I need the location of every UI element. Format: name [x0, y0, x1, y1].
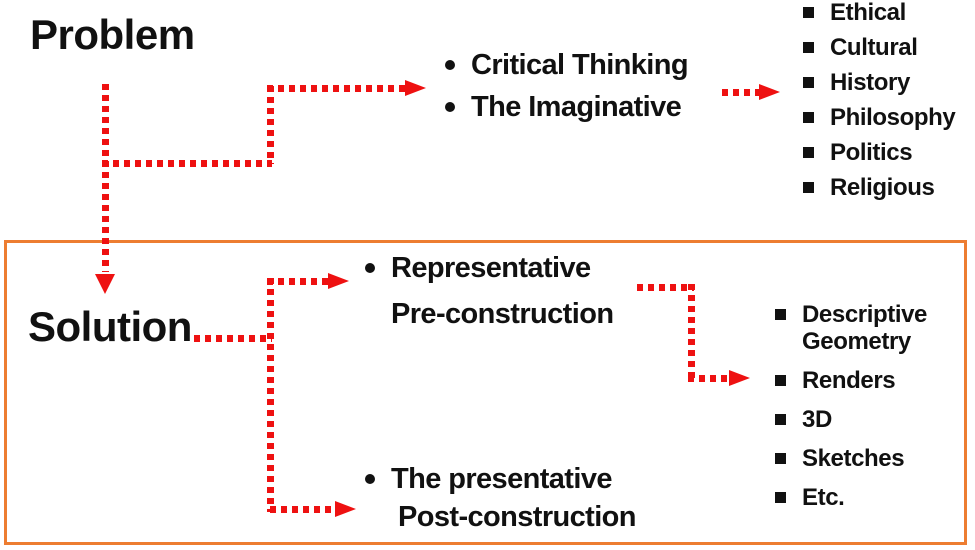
connector-to-approaches: [267, 85, 405, 92]
list-item: Sketches: [775, 445, 975, 472]
representative-item: Representative Pre-construction: [360, 245, 614, 337]
presentative-item: The presentative Post-construction: [360, 460, 637, 536]
arrowhead-to-representative-icon: [328, 273, 349, 289]
list-item: Renders: [775, 367, 975, 394]
list-item: Descriptive Geometry: [775, 301, 975, 355]
solution-title: Solution: [28, 303, 192, 350]
list-item: Critical Thinking: [440, 44, 689, 86]
item-line: Post-construction: [398, 501, 637, 533]
arrowhead-to-presentative-icon: [335, 501, 356, 517]
connector-problem-branch-h: [102, 160, 272, 167]
list-item: The Imaginative: [440, 86, 688, 128]
connector-preconstruction-v: [688, 284, 695, 381]
arrowhead-to-approaches-icon: [405, 80, 426, 96]
item-line: The presentative: [391, 463, 612, 495]
connector-solution-trunk: [267, 278, 274, 512]
connector-solution-right: [194, 335, 272, 342]
connector-to-presentative: [270, 506, 336, 513]
connector-problem-branch-v: [267, 86, 274, 164]
list-item: Ethical: [803, 0, 955, 30]
arrowhead-to-solution-icon: [95, 274, 115, 294]
solution-box: [4, 240, 967, 545]
problem-title: Problem: [30, 11, 195, 58]
approach-list: Critical Thinking The Imaginative: [440, 44, 689, 128]
list-item: Politics: [803, 135, 955, 170]
arrowhead-to-outputs-icon: [729, 370, 750, 386]
connector-problem-down-line: [102, 84, 109, 272]
list-item: History: [803, 65, 955, 100]
list-item: Cultural: [803, 30, 955, 65]
connector-to-outputs: [688, 375, 730, 382]
connector-to-representative: [267, 278, 329, 285]
outputs-list: Descriptive Geometry Renders 3D Sketches…: [775, 301, 975, 523]
arrowhead-to-topics-icon: [759, 84, 780, 100]
item-line: Representative: [391, 252, 591, 284]
connector-preconstruction-h: [637, 284, 694, 291]
connector-to-topics: [722, 89, 760, 96]
list-item: Etc.: [775, 484, 975, 511]
list-item: Religious: [803, 170, 955, 205]
list-item: 3D: [775, 406, 975, 433]
topics-list: Ethical Cultural History Philosophy Poli…: [803, 0, 956, 205]
item-line: Pre-construction: [391, 298, 614, 330]
list-item: Philosophy: [803, 100, 956, 135]
